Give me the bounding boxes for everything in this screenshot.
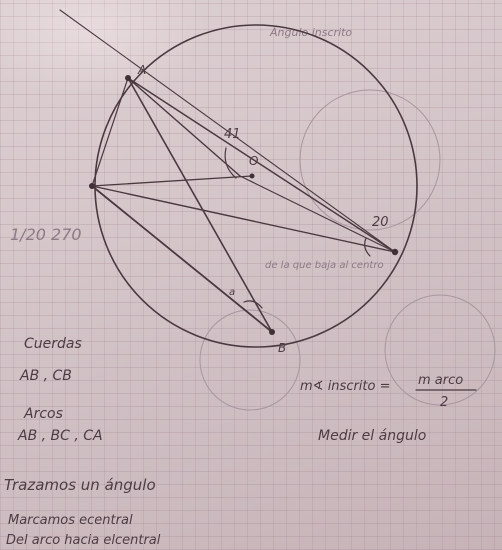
- arcs-list: AB , BC , CA: [17, 428, 103, 444]
- secant-line: [59, 9, 396, 253]
- chord-cb: [91, 185, 273, 333]
- angle-arc-c: [364, 237, 371, 257]
- point-right-dot: [391, 248, 399, 256]
- point-c-dot: [89, 183, 95, 189]
- faint-background-circle-3: [384, 294, 496, 406]
- formula-denominator: 2: [440, 395, 448, 410]
- radius-c-o: [91, 175, 253, 187]
- note-line-2: Marcamos ecentral: [8, 513, 133, 528]
- point-a-dot: [125, 75, 131, 81]
- note-line-3: Del arco hacia elcentral: [6, 533, 161, 548]
- label-a: A: [137, 63, 146, 77]
- angle-label-a: 41: [224, 127, 241, 142]
- faint-background-circle: [299, 89, 441, 231]
- chord-c-right: [91, 185, 396, 253]
- arcs-heading: Arcos: [23, 406, 63, 422]
- chord-a-right: [127, 77, 396, 253]
- chord-ab: [127, 77, 273, 333]
- radius-a-o: [127, 77, 241, 177]
- angle-arc-b: [243, 300, 263, 309]
- angle-label-b: a: [229, 287, 235, 298]
- center-dot: [249, 173, 255, 179]
- point-b-dot: [269, 329, 275, 335]
- line-o-right: [239, 175, 396, 253]
- formula-numerator: m arco: [418, 373, 463, 388]
- chords-heading: Cuerdas: [24, 336, 82, 352]
- faint-heading: Ángulo inscrito: [269, 26, 352, 39]
- light-glare: [0, 0, 210, 100]
- label-b: B: [278, 341, 286, 355]
- chord-ca: [91, 77, 129, 187]
- chords-list: AB , CB: [19, 368, 72, 384]
- faint-stroke-text: de la que baja al centro: [265, 260, 384, 271]
- formula-left: m∢ inscrito =: [300, 379, 391, 394]
- note-line-1: Trazamos un ángulo: [4, 476, 156, 494]
- label-o: O: [249, 154, 258, 168]
- measure-note: Medir el ángulo: [318, 428, 426, 444]
- faint-background-circle-2: [199, 309, 301, 411]
- margin-fraction: 1/20 270: [10, 225, 82, 244]
- angle-label-c: 20: [372, 215, 389, 230]
- angle-arc-a: [224, 147, 237, 179]
